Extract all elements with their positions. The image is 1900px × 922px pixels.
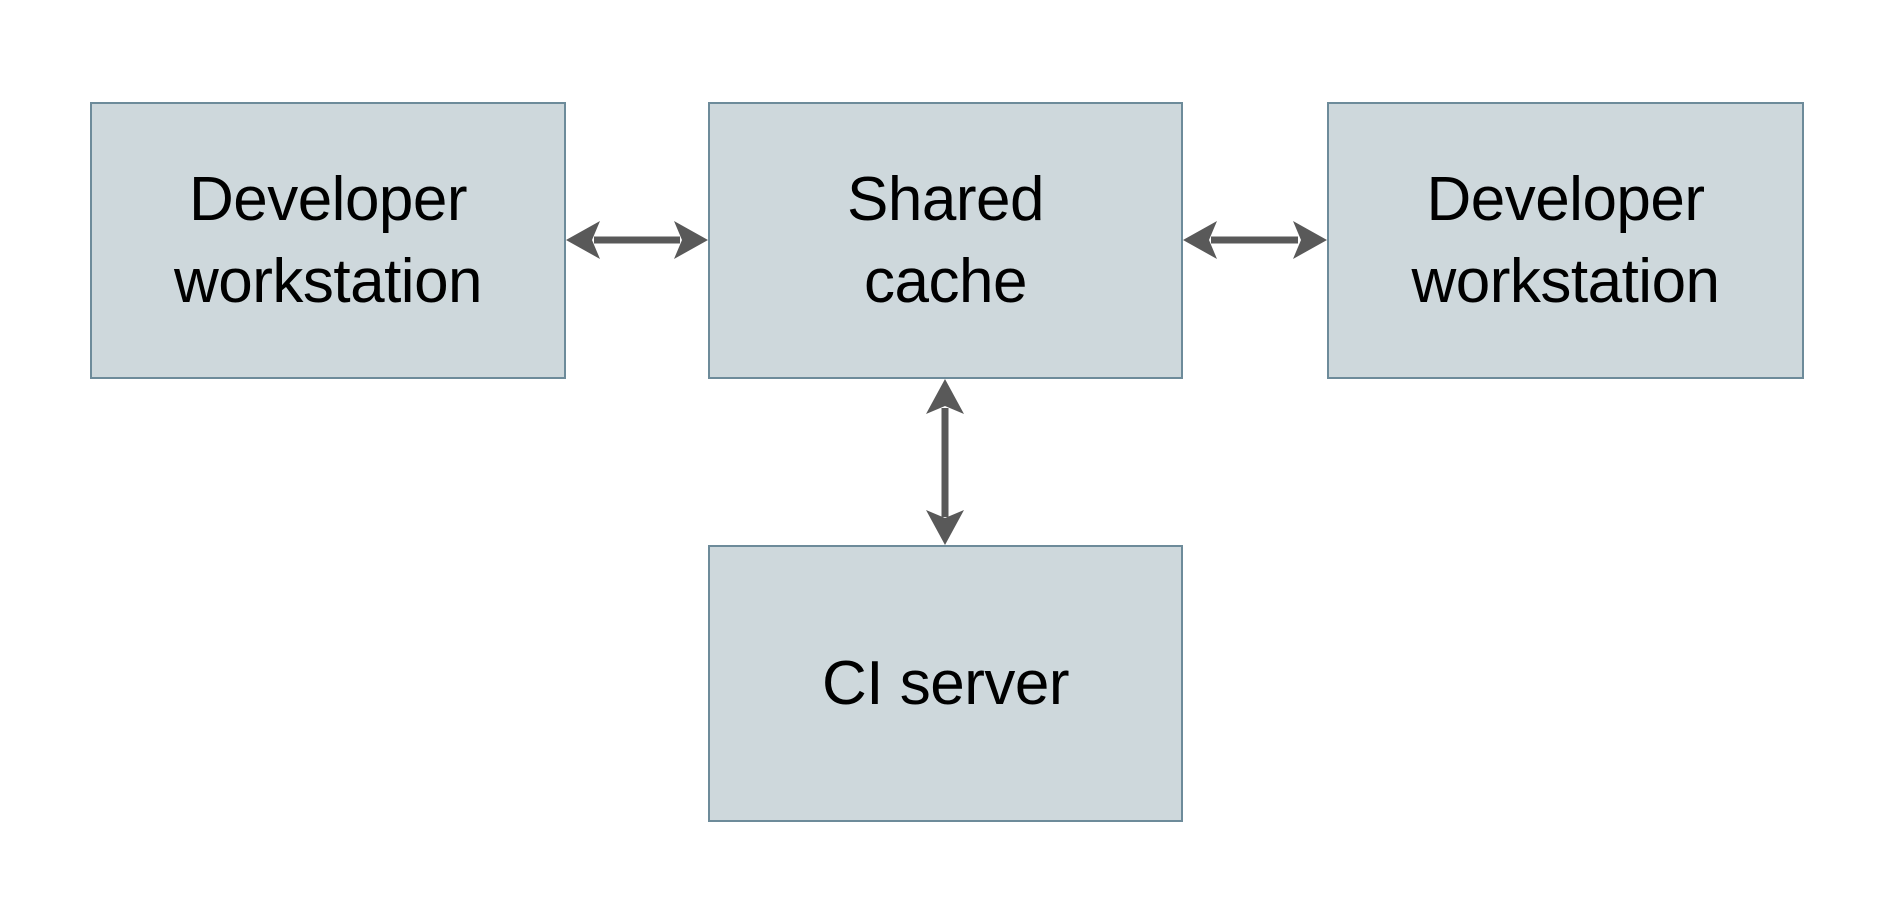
arrowhead-down	[926, 510, 964, 545]
arrowhead-up	[926, 379, 964, 414]
edge-devleft-cache	[566, 221, 708, 259]
edge-cache-ci	[926, 379, 964, 545]
node-shared-cache[interactable]: Shared cache	[708, 102, 1183, 379]
node-developer-workstation-right[interactable]: Developer workstation	[1327, 102, 1804, 379]
arrowhead-left	[1183, 221, 1217, 259]
arrowhead-left	[566, 221, 600, 259]
edge-cache-devright	[1183, 221, 1327, 259]
node-developer-workstation-left[interactable]: Developer workstation	[90, 102, 566, 379]
node-ci-server[interactable]: CI server	[708, 545, 1183, 822]
arrowhead-right	[1293, 221, 1327, 259]
arrowhead-right	[674, 221, 708, 259]
node-label: Developer workstation	[1411, 164, 1720, 316]
node-label: CI server	[822, 648, 1069, 718]
node-label: Developer workstation	[173, 164, 483, 316]
node-label: Shared cache	[847, 164, 1044, 316]
